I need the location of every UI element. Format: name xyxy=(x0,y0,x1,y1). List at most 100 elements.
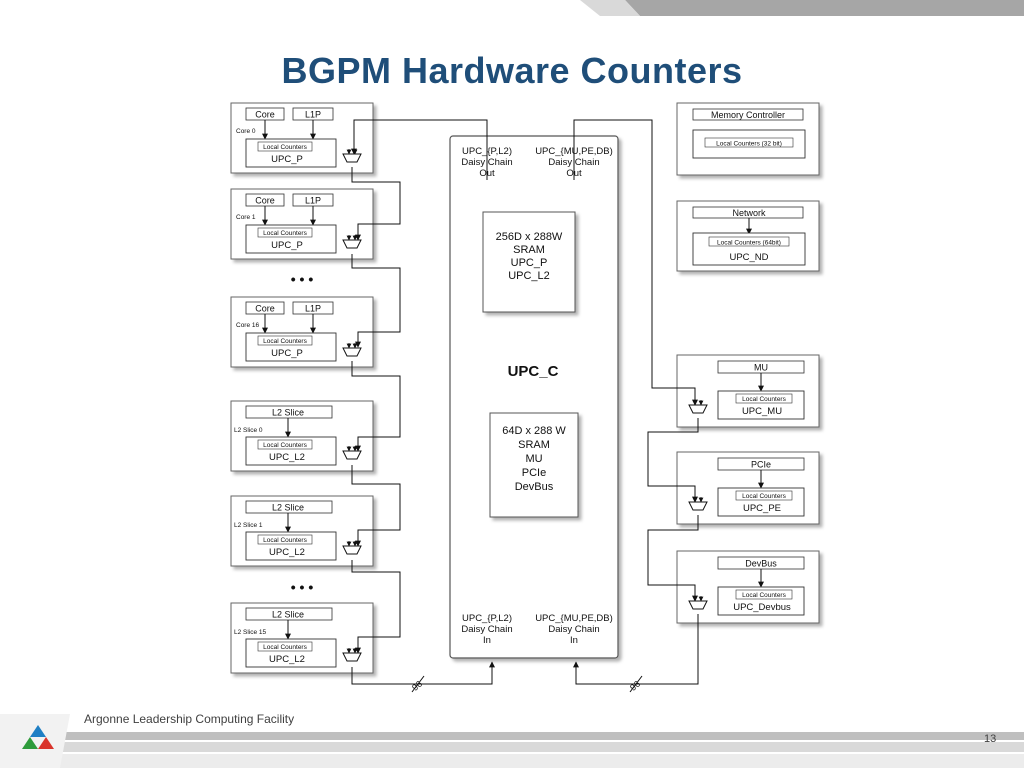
core-label: Core xyxy=(255,304,275,314)
footer-organization: Argonne Leadership Computing Facility xyxy=(84,712,295,726)
sram-block-1 xyxy=(482,211,576,313)
footer-decoration xyxy=(0,714,1024,768)
mux-icon xyxy=(688,400,708,414)
text-line: Daisy Chain xyxy=(461,624,512,635)
local-counters-label: Local Counters xyxy=(742,493,786,500)
network-label: Network xyxy=(732,208,766,218)
bus-width-left-label: 96 xyxy=(410,679,424,693)
local-counters-label: Local Counters xyxy=(263,338,307,345)
bus-width-right-label: 96 xyxy=(628,679,642,693)
upc-p-label: UPC_P xyxy=(271,240,303,251)
core-label: Core xyxy=(255,110,275,120)
wire xyxy=(573,614,699,685)
text-line: SRAM xyxy=(518,439,550,451)
core-id-label: Core 1 xyxy=(236,214,256,221)
wire xyxy=(351,167,401,241)
wire xyxy=(351,254,401,275)
wire xyxy=(351,465,401,547)
l1p-label: L1P xyxy=(305,304,321,314)
memory-controller-counters-label: Local Counters (32 bit) xyxy=(716,141,782,148)
slide-title: BGPM Hardware Counters xyxy=(281,50,743,91)
core-id-label: Core 0 xyxy=(236,128,256,135)
argonne-logo xyxy=(22,725,54,749)
l1p-label: L1P xyxy=(305,196,321,206)
daisy-chain-wires xyxy=(351,119,699,685)
right-unit-label: PCIe xyxy=(751,460,771,470)
memory-controller-block: Memory Controller Local Counters (32 bit… xyxy=(676,102,820,176)
text-line: SRAM xyxy=(513,244,545,256)
l2-ellipsis: • • • xyxy=(291,579,314,595)
l2-slice-id-label: L2 Slice 1 xyxy=(234,522,263,529)
local-counters-label: Local Counters xyxy=(742,396,786,403)
memory-controller-label: Memory Controller xyxy=(711,110,785,120)
local-counters-label: Local Counters xyxy=(742,592,786,599)
local-counters-label: Local Counters xyxy=(263,230,307,237)
l2-slice-label: L2 Slice xyxy=(272,503,304,513)
right-unit-label: MU xyxy=(754,363,768,373)
text-line: UPC_L2 xyxy=(508,270,550,282)
wire xyxy=(355,275,401,348)
local-counters-label: Local Counters xyxy=(263,144,307,151)
right-unit-name-label: UPC_MU xyxy=(742,406,782,417)
text-line: UPC_P xyxy=(511,257,548,269)
text-line: In xyxy=(570,635,578,646)
wire xyxy=(351,119,488,180)
text-line: DevBus xyxy=(515,481,554,493)
text-line: 256D x 288W xyxy=(496,231,563,243)
l2-slice-label: L2 Slice xyxy=(272,408,304,418)
sram-block-2 xyxy=(489,412,579,518)
text-line: MU xyxy=(525,453,542,465)
right-unit-name-label: UPC_PE xyxy=(743,503,781,514)
wire xyxy=(647,515,699,602)
text-line: PCIe xyxy=(522,467,546,479)
local-counters-label: Local Counters xyxy=(263,644,307,651)
right-unit-name-label: UPC_Devbus xyxy=(733,602,791,613)
wire xyxy=(351,361,401,452)
l2-slice-id-label: L2 Slice 0 xyxy=(234,427,263,434)
upc-l2-label: UPC_L2 xyxy=(269,547,305,558)
wire xyxy=(351,560,401,654)
wire xyxy=(647,418,699,503)
text-line: UPC_{P,L2) xyxy=(462,613,512,624)
upc-p-label: UPC_P xyxy=(271,154,303,165)
mux-icon xyxy=(342,446,362,460)
upc-p-label: UPC_P xyxy=(271,348,303,359)
network-counters-label: Local Counters (64bit) xyxy=(717,240,781,247)
text-line: UPC_{MU,PE,DB) xyxy=(535,613,613,624)
page-number: 13 xyxy=(984,733,997,745)
upc-c-label: UPC_C xyxy=(508,363,559,380)
l1p-label: L1P xyxy=(305,110,321,120)
text-line: Daisy Chain xyxy=(548,624,599,635)
right-unit-label: DevBus xyxy=(745,559,777,569)
local-counters-label: Local Counters xyxy=(263,537,307,544)
header-decoration xyxy=(580,0,1024,16)
l2-slice-label: L2 Slice xyxy=(272,610,304,620)
text-line: In xyxy=(483,635,491,646)
core-id-label: Core 16 xyxy=(236,322,260,329)
wire xyxy=(573,119,698,406)
wire xyxy=(351,661,495,685)
upc-l2-label: UPC_L2 xyxy=(269,452,305,463)
network-block: Network Local Counters (64bit) UPC_ND xyxy=(676,200,820,272)
l2-slice-id-label: L2 Slice 15 xyxy=(234,629,267,636)
bus-width-markers: 96 96 xyxy=(410,675,643,693)
text-line: 64D x 288 W xyxy=(502,425,566,437)
core-ellipsis: • • • xyxy=(291,271,314,287)
network-unit-label: UPC_ND xyxy=(729,252,768,263)
